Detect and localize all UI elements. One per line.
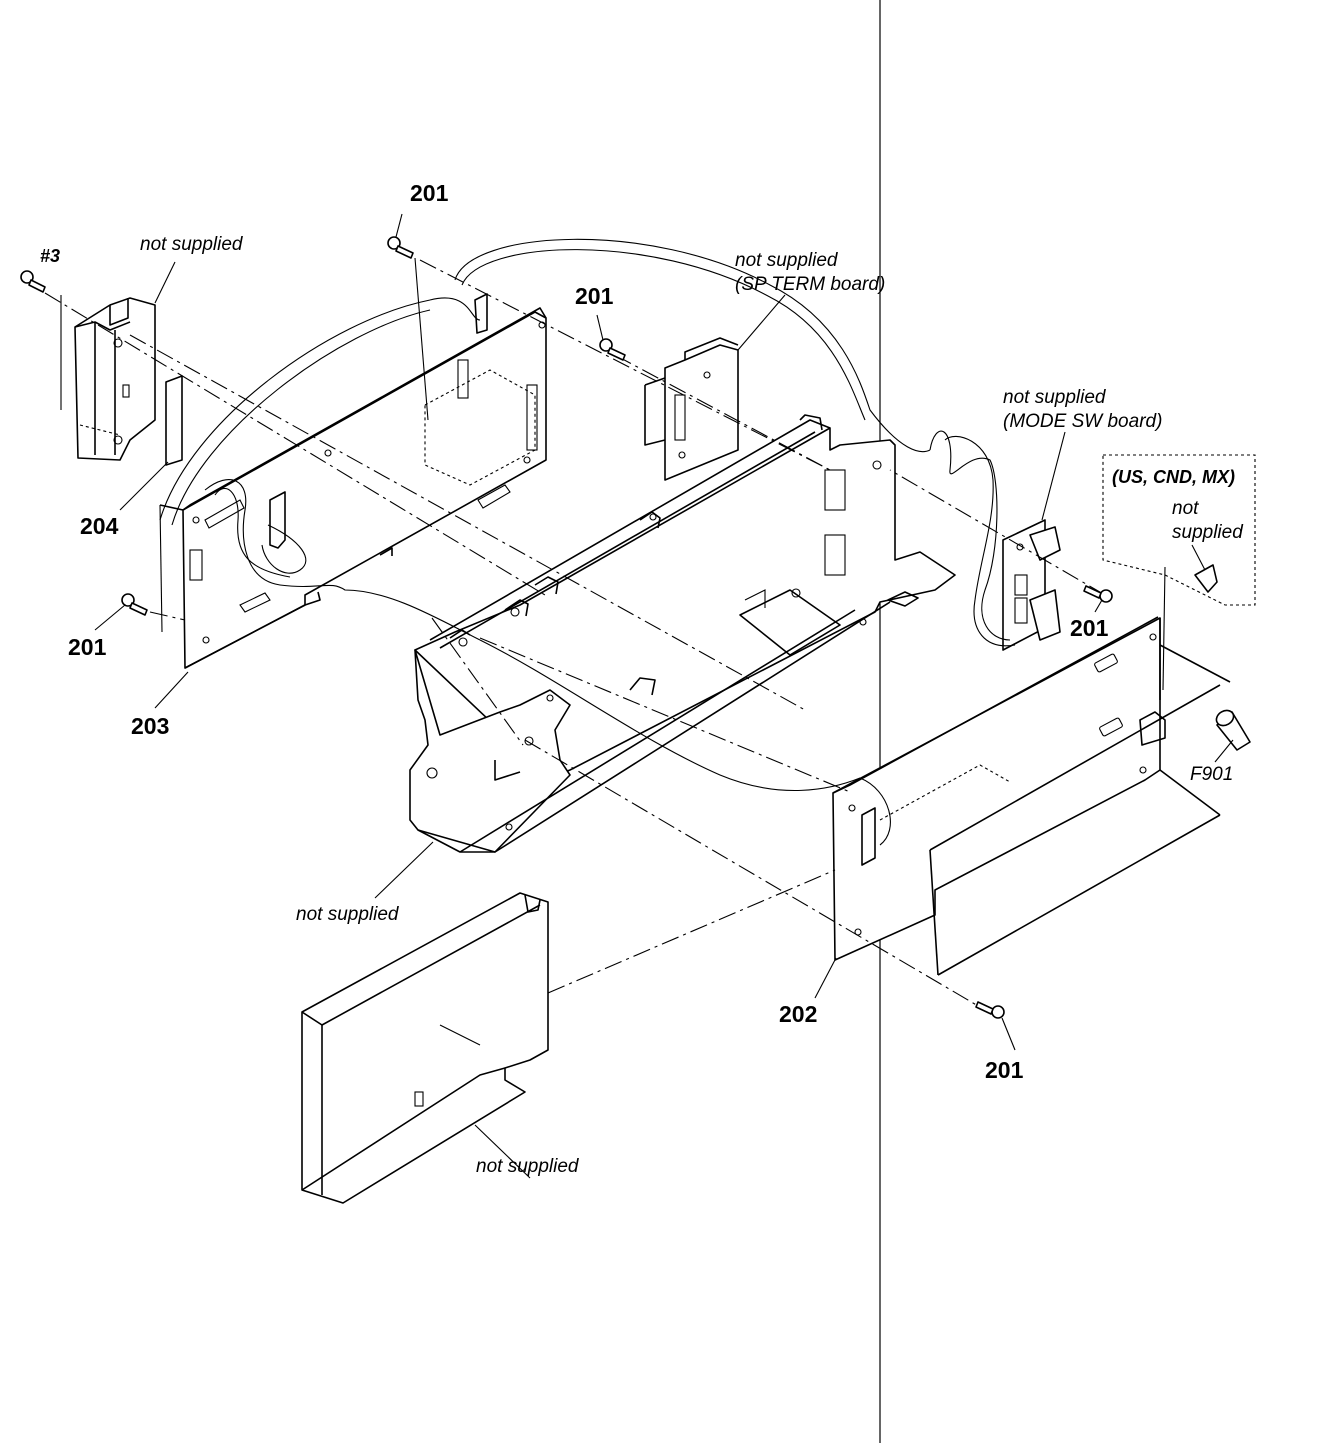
board-203 [154,293,547,709]
label-region: (US, CND, MX) [1112,467,1235,487]
bracket-left [74,261,176,461]
label-part-203: 203 [131,713,169,739]
label-not-supplied-fuse-1: not [1172,498,1199,519]
sp-term-board [644,294,786,481]
label-part-204: 204 [80,513,119,539]
screw-201-sp [599,338,626,361]
screw-201-top [387,236,414,259]
label-screw-hash3: #3 [40,246,60,266]
mode-sw-board [1002,431,1066,651]
front-cover [301,892,549,1204]
label-mode-sw-board: (MODE SW board) [1003,411,1162,432]
label-not-supplied-mode-sw: not supplied [1003,387,1107,408]
label-fuse-f901: F901 [1190,764,1233,785]
label-part-201-right: 201 [1070,615,1109,641]
screw-hash3 [20,270,46,293]
label-part-201-left: 201 [68,634,107,660]
label-not-supplied-chassis: not supplied [296,904,400,925]
fuse-f901 [1214,709,1251,763]
screw-201-left [121,593,148,616]
screw-201-right [1083,585,1113,603]
label-not-supplied-fuse-2: supplied [1172,522,1244,543]
label-sp-term-board: (SP TERM board) [735,274,885,295]
alignment-lines [44,257,1106,1011]
label-part-201-sp: 201 [575,283,614,309]
insulator-204 [119,375,183,511]
wire-harness [159,238,1016,846]
screw-201-bottom [975,1001,1005,1019]
label-part-201-top: 201 [410,180,449,206]
board-202 [814,566,1231,999]
label-not-supplied-bracket: not supplied [140,234,244,255]
label-part-202: 202 [779,1001,817,1027]
label-part-201-bottom: 201 [985,1057,1024,1083]
main-chassis [374,414,956,899]
label-not-supplied-cover: not supplied [476,1156,580,1177]
label-not-supplied-sp-term: not supplied [735,250,839,271]
region-box [1102,454,1256,606]
